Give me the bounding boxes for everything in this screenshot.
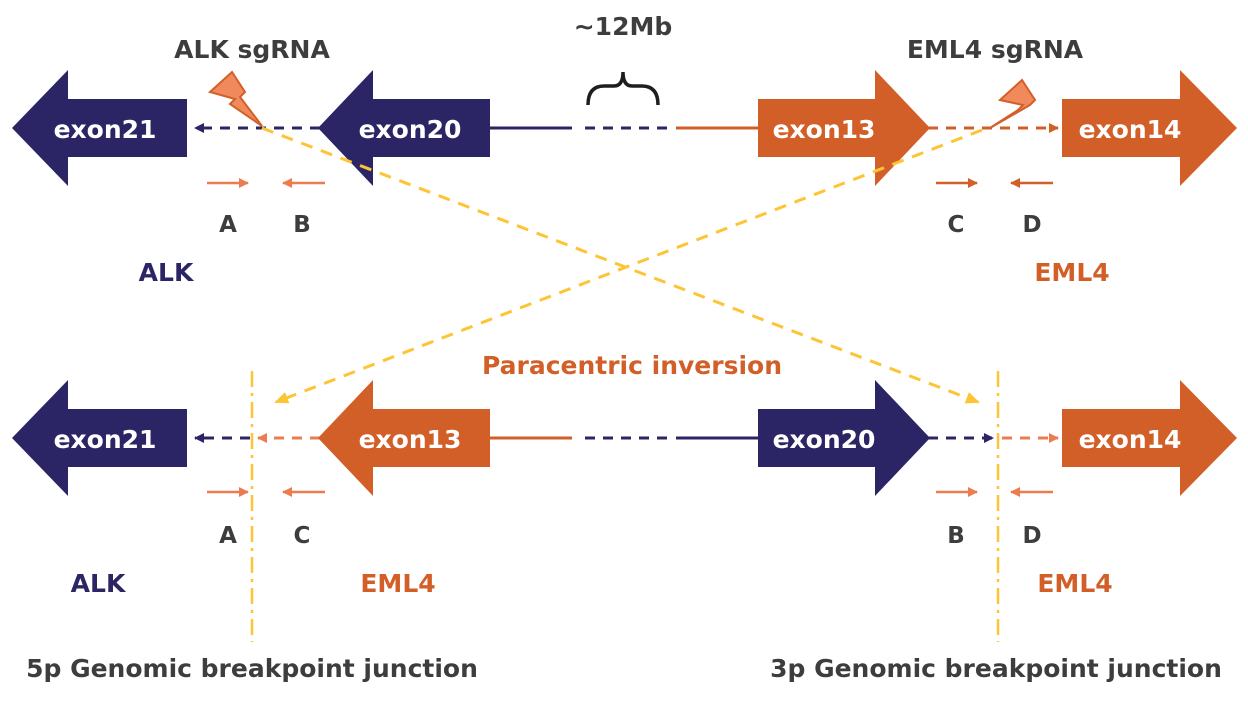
top-exon13-arrow [758,70,930,186]
brace-icon [586,71,660,106]
junction-5p-label: 5p Genomic breakpoint junction [26,654,478,683]
top-primer-a-label: A [219,212,237,238]
cross-eml4-to-alk-arrow [274,128,983,404]
top-primer-b-label: B [293,212,311,238]
top-exon20-label: exon20 [359,115,462,144]
bottom-exon14-label: exon14 [1079,425,1182,454]
bottom-exon20-arrow [758,380,930,496]
bottom-primer-c-label: C [294,523,311,549]
bottom-exon21-arrow [12,380,187,496]
top-exon20-arrow [318,70,490,186]
top-primer-d-label: D [1022,212,1041,238]
top-exon13-label: exon13 [773,115,876,144]
bottom-primer-b-label: B [947,523,965,549]
top-exon21-label: exon21 [54,115,157,144]
bottom-primer-d-label: D [1022,523,1041,549]
bottom-exon13-label: exon13 [359,425,462,454]
alk-lightning-bolt-icon [207,70,263,127]
eml4-lightning-bolt-icon [989,78,1037,129]
top-gene-alk-label: ALK [139,258,195,287]
top-exon14-label: exon14 [1079,115,1182,144]
distance-label: ~12Mb [574,12,673,41]
bottom-gene-eml4-left-label: EML4 [360,569,435,598]
bottom-exon13-arrow [318,380,490,496]
paracentric-inversion-label: Paracentric inversion [482,351,782,380]
eml4-sgrna-label: EML4 sgRNA [907,35,1084,64]
alk-sgrna-label: ALK sgRNA [174,35,330,64]
cross-alk-to-eml4-arrow [261,126,980,404]
top-primer-c-label: C [948,212,965,238]
top-gene-eml4-label: EML4 [1034,258,1109,287]
top-exon14-arrow [1062,70,1237,186]
bottom-exon14-arrow [1062,380,1237,496]
bottom-exon21-label: exon21 [54,425,157,454]
bottom-gene-alk-label: ALK [71,569,127,598]
bottom-gene-eml4-right-label: EML4 [1037,569,1112,598]
bottom-primer-a-label: A [219,523,237,549]
bottom-exon20-label: exon20 [773,425,876,454]
junction-3p-label: 3p Genomic breakpoint junction [770,654,1222,683]
top-exon21-arrow [12,70,187,186]
